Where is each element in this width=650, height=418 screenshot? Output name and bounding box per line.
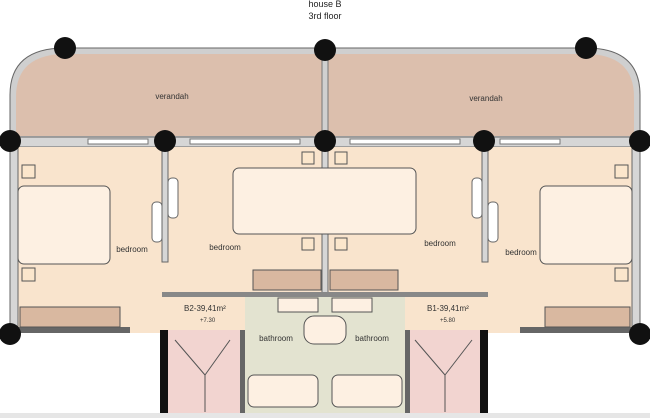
bedroom-2-label: bedroom <box>209 243 241 252</box>
plan-subtitle: 3rd floor <box>308 11 341 21</box>
bedroom-1-label: bedroom <box>116 245 148 254</box>
window <box>189 138 301 145</box>
bedroom-4-label: bedroom <box>505 248 537 257</box>
bed <box>539 185 633 265</box>
staircase-left <box>160 330 245 415</box>
sink <box>303 315 347 345</box>
unit-b1-area: B1-39,41m² <box>427 304 469 313</box>
bathroom-left-label: bathroom <box>259 334 293 343</box>
unit-b2-area: B2-39,41m² <box>184 304 226 313</box>
window <box>349 138 461 145</box>
plan-title: house B <box>308 0 341 9</box>
bathroom-right-label: bathroom <box>355 334 389 343</box>
bed <box>17 185 111 265</box>
unit-b2-level: +7.30 <box>200 318 216 324</box>
bed <box>232 167 417 235</box>
verandah-left-label: verandah <box>155 92 188 101</box>
columns <box>0 37 650 345</box>
bathtub <box>331 374 403 408</box>
bedroom-3-label: bedroom <box>424 239 456 248</box>
staircase-right <box>405 330 488 415</box>
verandah-area <box>9 47 641 141</box>
window <box>87 138 149 145</box>
verandah-right-label: verandah <box>469 94 502 103</box>
window <box>499 138 561 145</box>
bathtub <box>247 374 319 408</box>
unit-b1-level: +5.80 <box>440 318 456 324</box>
